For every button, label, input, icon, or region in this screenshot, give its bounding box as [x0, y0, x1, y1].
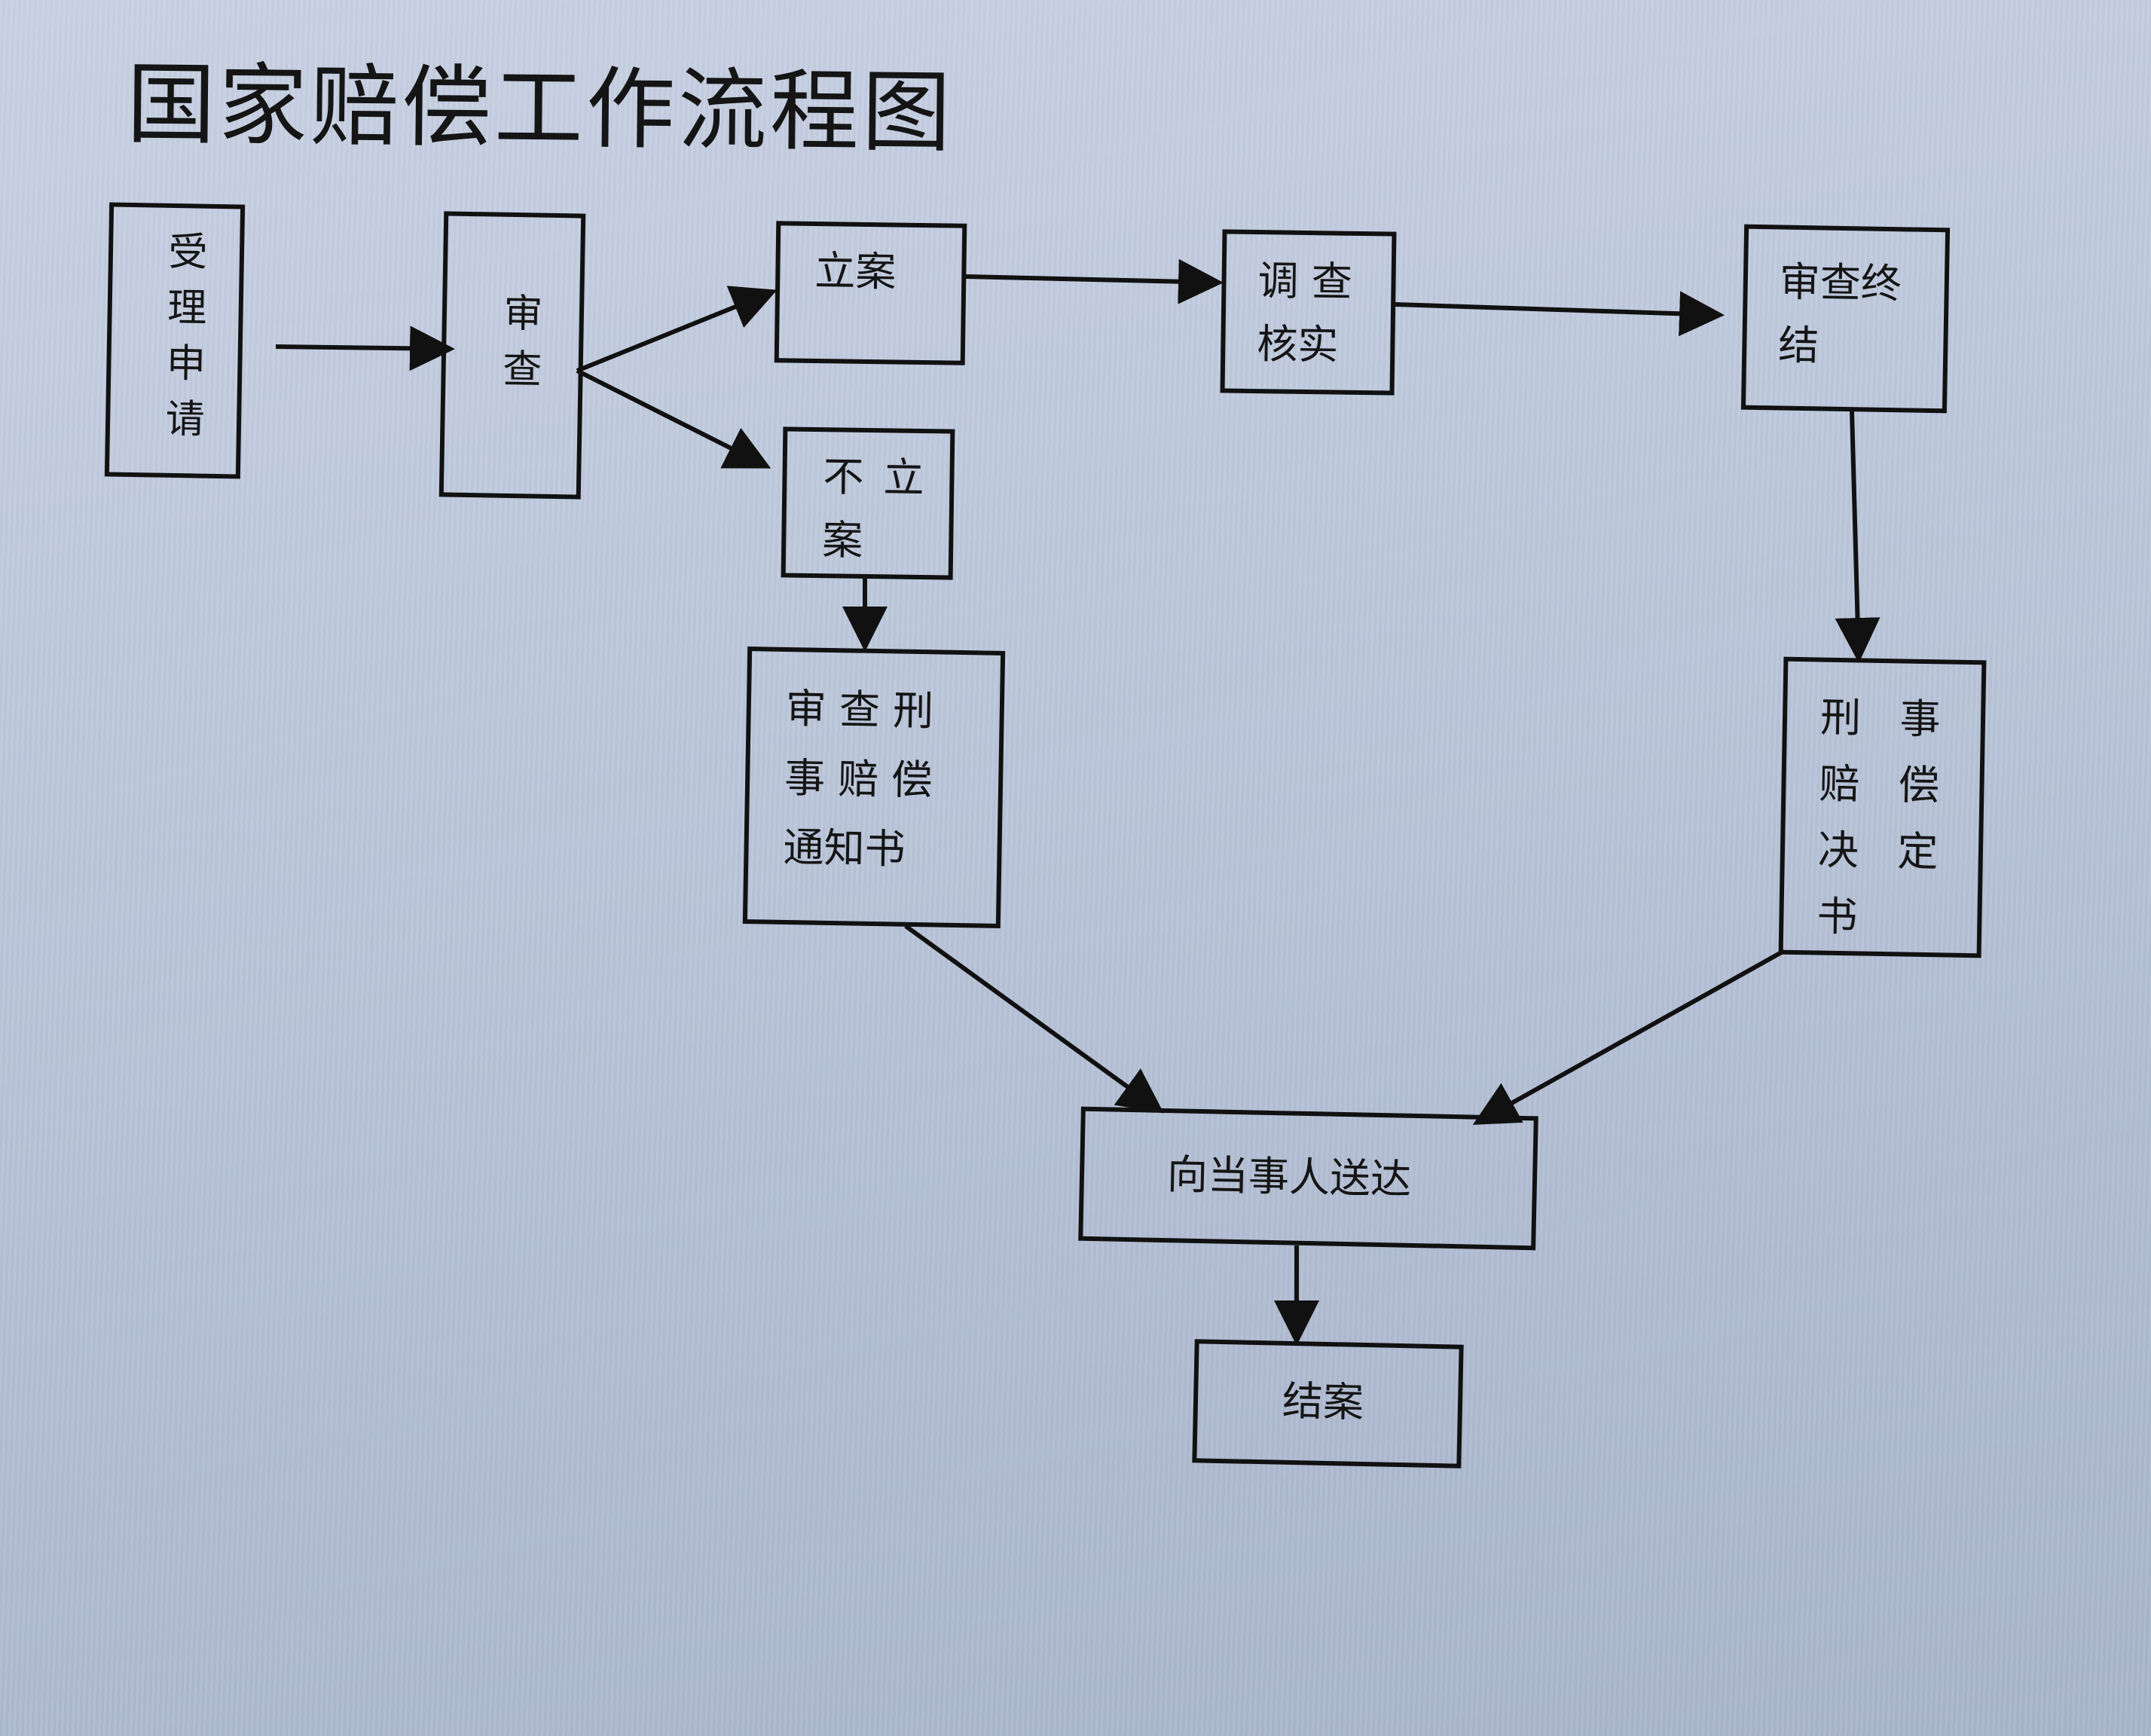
node-close-case: 结案	[1192, 1339, 1464, 1469]
arrow-review-to-not-file-case	[576, 368, 771, 469]
arrow-investigate-to-conclusion	[1395, 291, 1725, 337]
node-file-case: 立案	[774, 221, 967, 365]
node-label: 向当事人送达	[1166, 1151, 1412, 1203]
node-review: 审查	[438, 211, 586, 500]
node-label: 审 查 刑 事 赔 偿 通知书	[783, 684, 934, 873]
node-label: 刑 事 赔 偿 决 定 书	[1816, 693, 1942, 941]
arrow-file-case-to-investigate	[965, 258, 1224, 304]
node-label: 受理申请	[157, 230, 207, 454]
node-review-notice: 审 查 刑 事 赔 偿 通知书	[742, 646, 1006, 928]
arrow-decision-to-deliver	[1472, 949, 1786, 1125]
arrow-review-to-file-case	[576, 286, 778, 373]
node-label: 调 查 核实	[1256, 257, 1353, 369]
node-deliver-to-party: 向当事人送达	[1078, 1106, 1538, 1251]
node-compensation-decision: 刑 事 赔 偿 决 定 书	[1778, 656, 1987, 958]
node-label: 审查	[494, 292, 542, 405]
node-label: 审查终 结	[1777, 258, 1902, 370]
node-label: 立案	[814, 246, 897, 296]
node-label: 结案	[1282, 1377, 1364, 1426]
node-investigate-verify: 调 查 核实	[1220, 229, 1397, 396]
arrow-notice-to-deliver	[904, 924, 1164, 1114]
node-not-file-case: 不立 案	[781, 426, 955, 580]
node-accept-application: 受理申请	[104, 202, 246, 479]
arrow-conclusion-to-decision	[1835, 411, 1881, 663]
node-label: 不立 案	[821, 453, 944, 565]
arrow-accept-to-review	[275, 326, 455, 371]
node-review-conclusion: 审查终 结	[1740, 224, 1951, 414]
